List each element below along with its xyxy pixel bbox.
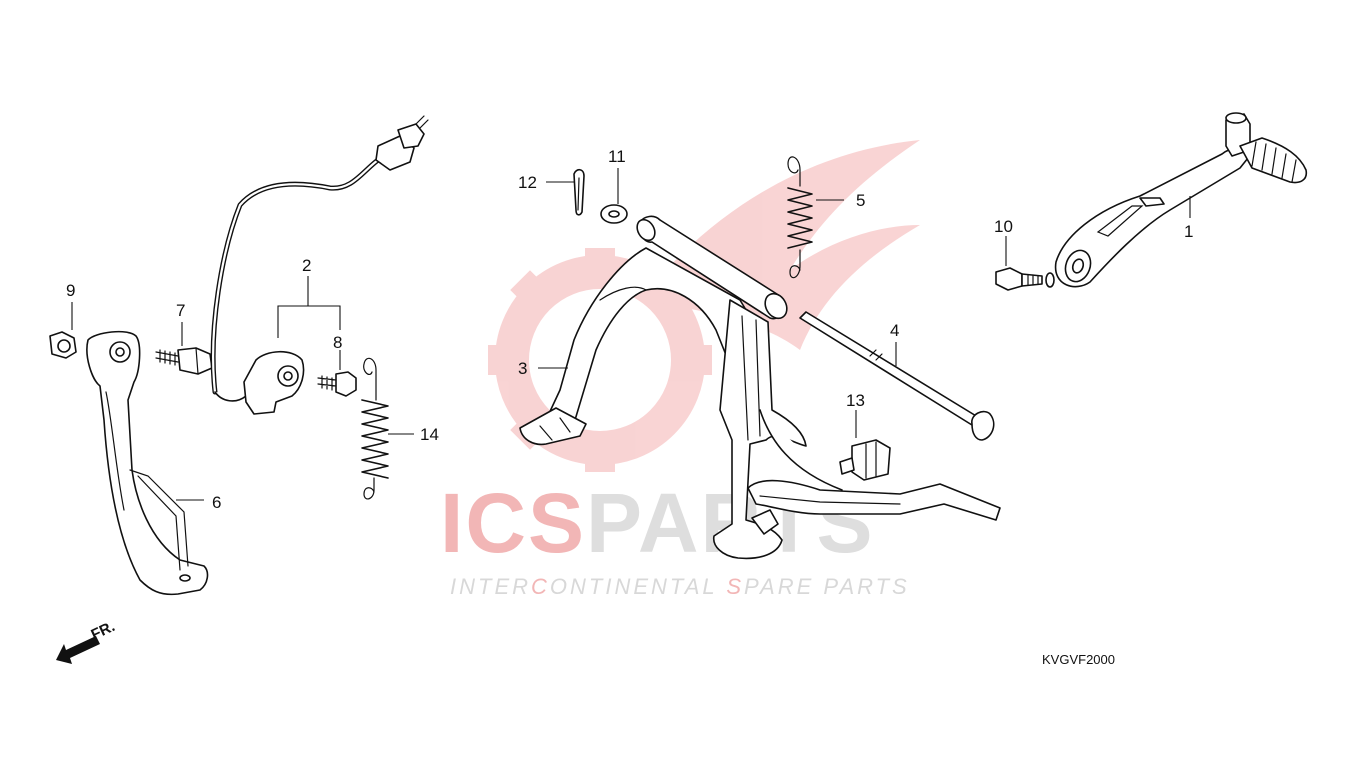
- callout-9: 9: [66, 281, 75, 300]
- part-1-kick-starter-arm: [1054, 112, 1308, 288]
- leader-lines: [71, 168, 1191, 501]
- callouts: 1 2 3 4 5 6 7 8 9 10 11 12 13 14: [66, 147, 1193, 512]
- front-arrow-icon: [56, 636, 100, 664]
- diagram-code: KVGVF2000: [1042, 652, 1115, 667]
- part-13-stopper-rubber: [839, 439, 891, 481]
- part-12-cotter-pin: [573, 168, 585, 216]
- callout-11: 11: [608, 147, 626, 166]
- part-9-nut: [49, 331, 77, 359]
- callout-1: 1: [1184, 222, 1193, 241]
- watermark: ICSPARTS INTERCONTINENTAL SPARE PARTS: [440, 140, 920, 599]
- watermark-brand-red: ICS: [440, 476, 586, 570]
- part-14-spring: [361, 357, 389, 500]
- callout-14: 14: [420, 425, 439, 444]
- part-2-side-stand-switch: [210, 115, 429, 415]
- front-direction-indicator: FR.: [56, 618, 118, 664]
- callout-12: 12: [518, 173, 537, 192]
- callout-5: 5: [856, 191, 865, 210]
- part-6-side-stand: [86, 330, 209, 596]
- part-10-bolt: [995, 267, 1055, 291]
- callout-3: 3: [518, 359, 527, 378]
- part-5-spring: [787, 156, 813, 279]
- callout-7: 7: [176, 301, 185, 320]
- callout-6: 6: [212, 493, 221, 512]
- part-8-bolt: [317, 371, 357, 397]
- part-11-washer: [600, 204, 628, 224]
- part-4-shaft: [799, 311, 995, 441]
- callout-4: 4: [890, 321, 899, 340]
- callout-2: 2: [302, 256, 311, 275]
- part-3-main-stand: [519, 215, 1001, 560]
- part-7-pivot-bolt: [155, 347, 213, 375]
- callout-8: 8: [333, 333, 342, 352]
- front-label: FR.: [89, 618, 118, 644]
- callout-13: 13: [846, 391, 865, 410]
- callout-10: 10: [994, 217, 1013, 236]
- watermark-tagline: INTERCONTINENTAL SPARE PARTS: [450, 574, 910, 599]
